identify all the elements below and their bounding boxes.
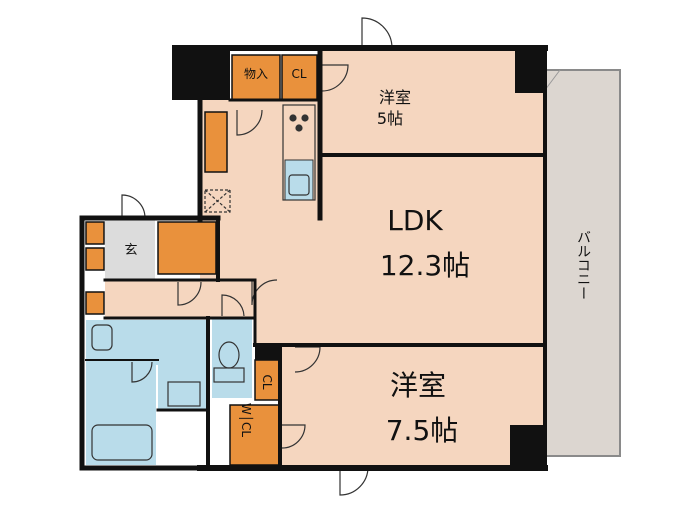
label-bedroom-large-size: 7.5帖 (386, 414, 459, 447)
labels: 物入 CL 洋室 5帖 LDK 12.3帖 玄 バルコニー 洋室 7.5帖 CL… (124, 67, 591, 447)
hall-closet (85, 291, 105, 315)
toilet-bowl (218, 341, 240, 369)
bathtub (91, 424, 153, 461)
label-bedroom-small-size: 5帖 (377, 109, 403, 128)
label-wcl: W│CL (239, 403, 254, 437)
shoe-closet (157, 221, 217, 275)
closets (85, 54, 318, 466)
walls (79, 45, 548, 471)
entrance-closet-2 (85, 247, 105, 271)
floor-hatch (204, 189, 231, 213)
balcony (544, 69, 621, 457)
label-ldk-size: 12.3帖 (380, 249, 470, 282)
bedroom-large (280, 345, 545, 465)
columns (172, 48, 545, 468)
kitchen-counter (282, 104, 316, 201)
ldk-lower (255, 280, 320, 345)
fixtures (91, 114, 310, 461)
washroom-lower (158, 320, 206, 410)
toilet-room (212, 318, 252, 398)
doors (121, 17, 393, 496)
room-fills (105, 50, 545, 465)
ldk (320, 155, 545, 345)
bedroom-small (320, 50, 545, 155)
entrance-area (105, 220, 155, 280)
fridge (204, 111, 228, 173)
hallway (105, 280, 255, 318)
label-entrance: 玄 (124, 243, 137, 258)
label-cl-top: CL (291, 67, 306, 81)
label-ldk: LDK (387, 204, 443, 237)
closet-small (254, 359, 281, 401)
label-bedroom-large: 洋室 (390, 369, 446, 402)
washing-machine (167, 381, 201, 407)
walk-in-closet (229, 404, 281, 466)
bathroom (86, 360, 156, 465)
label-cl-small: CL (260, 374, 274, 389)
label-bedroom-small: 洋室 (379, 88, 411, 107)
stove-burner (289, 114, 297, 122)
entrance-closet-1 (85, 221, 105, 245)
sink-basin (288, 174, 310, 196)
label-storage: 物入 (244, 67, 268, 81)
label-balcony: バルコニー (575, 230, 591, 300)
wash-basin (91, 324, 113, 351)
